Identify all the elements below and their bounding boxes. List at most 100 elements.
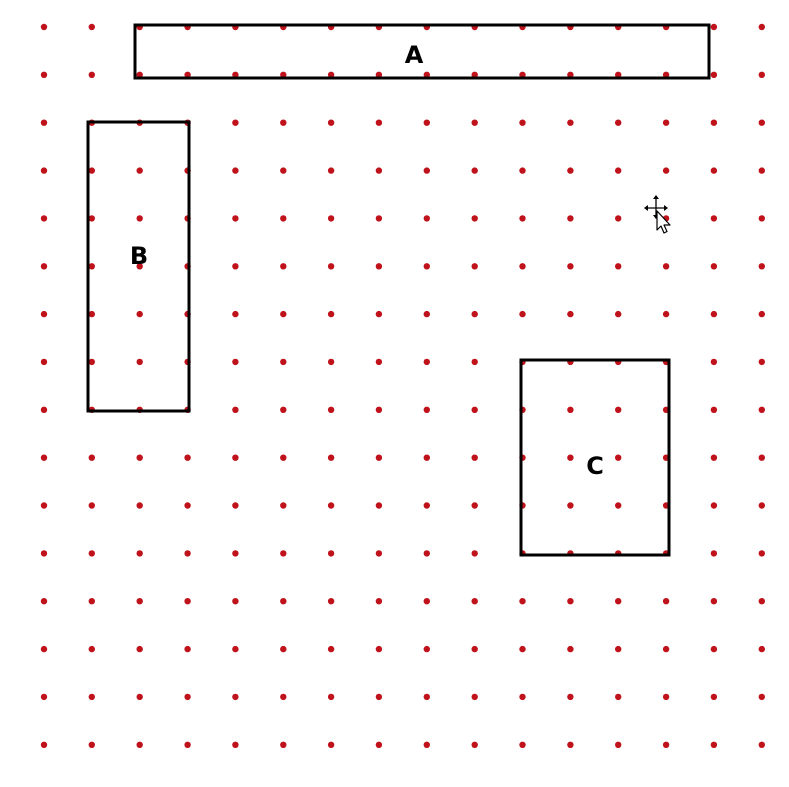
grid-dot: [758, 167, 765, 174]
grid-dot: [232, 502, 239, 509]
grid-dot: [136, 310, 143, 318]
grid-dot: [136, 358, 143, 366]
grid-dot: [280, 215, 287, 222]
grid-dot: [375, 119, 383, 126]
grid-dot: [567, 310, 574, 318]
grid-dot: [280, 119, 287, 126]
grid-dot: [88, 645, 96, 653]
grid-dot: [232, 741, 239, 748]
grid-dot: [375, 406, 383, 413]
grid-dot: [471, 550, 478, 557]
grid-dot: [471, 310, 478, 318]
grid-dot: [567, 454, 574, 461]
grid-dot: [88, 263, 96, 270]
grid-dot: [40, 71, 48, 79]
grid-dot: [471, 645, 478, 653]
dot-grid: [40, 23, 765, 748]
grid-dot: [615, 741, 622, 748]
grid-dot: [40, 693, 48, 701]
grid-dot: [662, 598, 670, 605]
grid-dot: [758, 645, 765, 653]
grid-dot: [758, 71, 765, 79]
shape-c[interactable]: C: [519, 358, 671, 557]
grid-dot: [375, 598, 383, 605]
grid-dot: [184, 454, 191, 461]
shape-a[interactable]: A: [133, 23, 711, 80]
grid-dot: [423, 454, 430, 461]
grid-dot: [40, 502, 48, 509]
grid-dot: [280, 550, 287, 557]
grid-dot: [519, 741, 526, 748]
grid-dot: [758, 741, 765, 748]
grid-dot: [519, 645, 526, 653]
grid-dot: [327, 215, 335, 222]
grid-dot: [40, 598, 48, 605]
grid-dot: [615, 502, 622, 509]
grid-dot: [662, 310, 670, 318]
grid-dot: [758, 215, 765, 222]
shape-c-box[interactable]: [519, 358, 671, 557]
grid-dot: [423, 406, 430, 413]
grid-dot: [567, 215, 574, 222]
grid-dot: [280, 167, 287, 174]
grid-dot: [327, 741, 335, 748]
grid-dot: [327, 358, 335, 366]
grid-dot: [375, 167, 383, 174]
grid-dot: [375, 550, 383, 557]
grid-dot: [615, 263, 622, 270]
grid-dot: [88, 310, 96, 318]
grid-dot: [375, 645, 383, 653]
grid-dot: [375, 71, 383, 79]
grid-dot: [136, 263, 143, 270]
grid-dot: [710, 358, 718, 366]
grid-dot: [710, 502, 718, 509]
grid-dot: [280, 598, 287, 605]
grid-dot: [758, 406, 765, 413]
grid-dot: [471, 263, 478, 270]
grid-dot: [471, 71, 478, 79]
grid-dot: [423, 263, 430, 270]
grid-dot: [710, 119, 718, 126]
grid-dot: [423, 71, 430, 79]
grid-dot: [423, 119, 430, 126]
grid-dot: [567, 71, 574, 79]
grid-dot: [327, 119, 335, 126]
grid-dot: [375, 358, 383, 366]
grid-dot: [519, 119, 526, 126]
grid-dot: [136, 167, 143, 174]
grid-dot: [375, 502, 383, 509]
grid-dot: [232, 167, 239, 174]
grid-dot: [423, 550, 430, 557]
grid-dot: [136, 741, 143, 748]
grid-dot: [327, 645, 335, 653]
move-cursor-icon: [644, 195, 671, 234]
grid-dot: [40, 263, 48, 270]
grid-dot: [662, 167, 670, 174]
shape-b-box[interactable]: [86, 120, 191, 413]
grid-dot: [615, 406, 622, 413]
grid-dot: [232, 406, 239, 413]
grid-dot: [232, 71, 239, 79]
grid-dot: [471, 215, 478, 222]
grid-dot: [758, 310, 765, 318]
grid-dot: [232, 215, 239, 222]
grid-dot: [184, 502, 191, 509]
grid-dot: [232, 645, 239, 653]
grid-dot: [232, 598, 239, 605]
shape-b[interactable]: B: [86, 120, 191, 413]
grid-dot: [471, 741, 478, 748]
grid-dot: [758, 358, 765, 366]
grid-dot: [615, 645, 622, 653]
grid-dot: [40, 406, 48, 413]
grid-dot: [375, 741, 383, 748]
grid-dot: [423, 310, 430, 318]
grid-dot: [136, 550, 143, 557]
grid-dot: [662, 741, 670, 748]
grid-dot: [471, 119, 478, 126]
shape-a-box[interactable]: [133, 23, 711, 80]
grid-dot: [710, 645, 718, 653]
grid-dot: [136, 645, 143, 653]
grid-dot: [567, 263, 574, 270]
